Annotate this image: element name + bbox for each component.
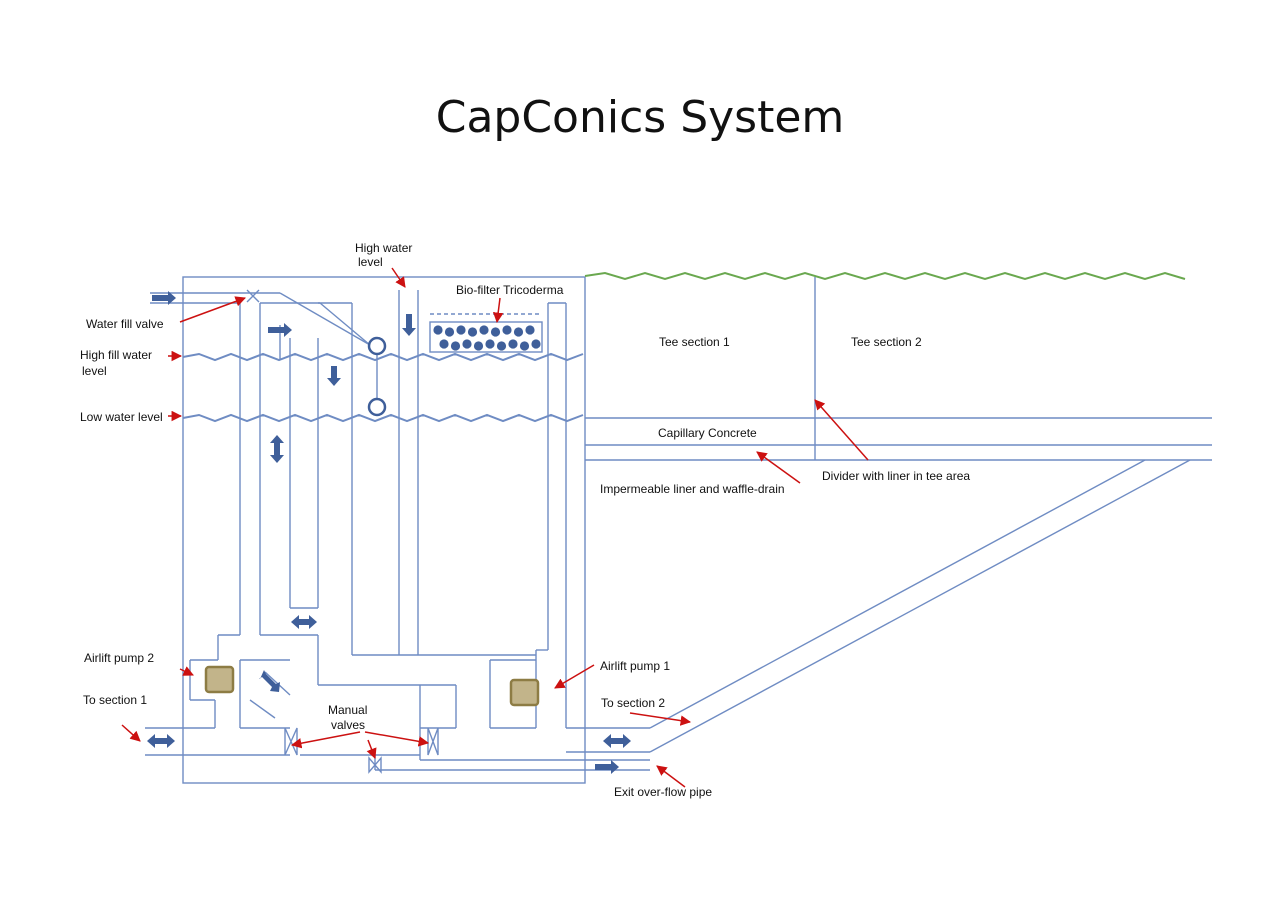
tank-plumbing: [145, 276, 650, 784]
media-ball: [496, 341, 507, 351]
media-ball: [444, 327, 455, 337]
low-water-level-line: [182, 413, 584, 423]
label-tee-section-2: Tee section 2: [851, 335, 922, 349]
flow-arrow-diagonal-icon: [259, 670, 280, 692]
valve-icon: [427, 727, 439, 756]
flow-arrow-updown-icon: [270, 435, 284, 463]
media-ball: [513, 327, 524, 337]
tee-section-structure: [585, 277, 1212, 753]
label-high-water-level: High water: [355, 241, 412, 255]
media-ball: [531, 339, 541, 349]
tank-outline: [182, 276, 586, 784]
label-exit-overflow: Exit over-flow pipe: [614, 785, 712, 799]
flow-arrow-leftright-icon: [147, 734, 175, 748]
media-ball: [467, 327, 478, 337]
labels: High water level Bio-filter Tricoderma W…: [80, 241, 970, 799]
label-capillary-concrete: Capillary Concrete: [658, 426, 757, 440]
flow-arrow-right-icon: [152, 291, 176, 305]
label-to-section-2: To section 2: [601, 696, 665, 710]
callout-arrows: [121, 267, 869, 788]
turf-surface-line: [584, 271, 1186, 281]
flow-arrow-down-icon: [327, 366, 341, 386]
valve-icon: [368, 756, 382, 774]
valve-icon: [284, 727, 298, 756]
media-ball: [439, 339, 449, 349]
media-ball: [473, 341, 484, 351]
flow-arrows: [147, 291, 631, 774]
media-ball: [519, 341, 530, 351]
label-airlift-pump-1: Airlift pump 1: [600, 659, 670, 673]
media-ball: [490, 327, 501, 337]
media-ball: [485, 339, 495, 349]
media-ball: [479, 325, 489, 335]
label-high-fill-water-level-2: level: [82, 364, 107, 378]
label-manual-valves: Manual: [328, 703, 367, 717]
bio-filter-media: [433, 325, 541, 351]
label-tee-section-1: Tee section 1: [659, 335, 730, 349]
media-ball: [462, 339, 472, 349]
label-to-section-1: To section 1: [83, 693, 147, 707]
media-ball: [525, 325, 535, 335]
airlift-pump-2-icon: [204, 665, 235, 694]
label-high-water-level-2: level: [358, 255, 383, 269]
diagram-title: CapConics System: [435, 92, 845, 143]
float-switch-icon: [367, 397, 387, 417]
valve-icon: [246, 289, 260, 303]
label-low-water-level: Low water level: [80, 410, 163, 424]
flow-arrow-leftright-icon: [603, 734, 631, 748]
flow-arrow-right-icon: [268, 323, 292, 337]
media-ball: [450, 341, 461, 351]
media-ball: [502, 325, 512, 335]
label-high-fill-water-level: High fill water: [80, 348, 152, 362]
label-airlift-pump-2: Airlift pump 2: [84, 651, 154, 665]
label-water-fill-valve: Water fill valve: [86, 317, 164, 331]
manual-valve-icons: [246, 289, 439, 774]
high-fill-water-level-line: [182, 352, 584, 362]
flow-arrow-down-icon: [402, 314, 416, 336]
flow-arrow-right-icon: [595, 760, 619, 774]
media-ball: [433, 325, 443, 335]
media-ball: [456, 325, 466, 335]
float-switch-icon: [367, 336, 387, 356]
label-divider: Divider with liner in tee area: [822, 469, 970, 483]
label-bio-filter: Bio-filter Tricoderma: [456, 283, 564, 297]
media-ball: [508, 339, 518, 349]
label-manual-valves-2: valves: [331, 718, 365, 732]
flow-arrow-leftright-icon: [291, 615, 317, 629]
airlift-pump-1-icon: [509, 678, 540, 707]
label-impermeable-liner: Impermeable liner and waffle-drain: [600, 482, 785, 496]
